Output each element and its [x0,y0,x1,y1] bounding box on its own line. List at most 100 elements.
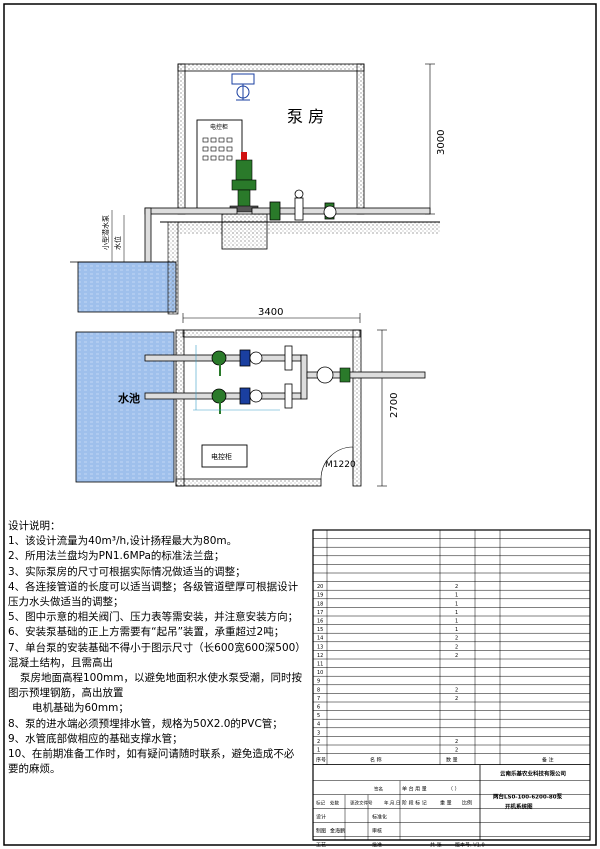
bom-row-number: 18 [317,601,323,607]
bom-col-name: 名 称 [370,757,382,764]
bom-row-qty: 2 [455,636,458,642]
left-vertical-label-a: 小型潜水泵 [101,215,110,250]
drawing-title-line2: 开机系统图 [505,803,533,811]
notes-line: 7、单台泵的安装基础不得小于图示尺寸（长600宽600深500） [8,641,306,654]
col-file: 更改文件号 [350,800,373,807]
control-cabinet [196,119,243,211]
water-tank [77,261,177,313]
bom-row-qty: 1 [455,601,458,607]
bom-col-qty: 数 量 [446,757,458,764]
bom-row-number: 8 [317,687,320,693]
bom-row-qty: 2 [455,687,458,693]
notes-line: 10、在前期准备工作时，如有疑问请随时联系，避免造成不必 [8,748,295,761]
bom-row-number: 1 [317,748,320,754]
company-name: 云南乐基农业科技有限公司 [500,770,566,778]
notes-line: 混凝土结构，且需高出 [8,656,113,669]
plan-wall-right [352,329,362,487]
left-vertical-label-b: 水位 [113,236,122,250]
water-pool-plan [75,331,175,483]
stage-label: 阶 段 标 记 [402,800,427,807]
bom-row-qty: 2 [455,653,458,659]
notes-line: 2、所用法兰盘均为PN1.6MPa的标准法兰盘； [8,550,225,563]
bom-row-number: 9 [317,679,320,685]
pump-room-wall-left [177,63,186,215]
bom-row-qty: 2 [455,584,458,590]
bom-row-number: 2 [317,739,320,745]
control-cabinet-label-plan: 电控柜 [211,452,232,461]
notes-line: 图示预埋钢筋，高出放置 [8,687,124,700]
bom-row-number: 4 [317,722,320,728]
pump-room-wall-right [356,63,365,215]
notes-line: 泵房地面高程100mm，以避免地面积水使水泵受潮，同时按 [20,672,302,685]
bom-row-number: 14 [317,636,323,642]
paren: （ ） [448,787,460,793]
water-label: 水池 [118,391,140,405]
version-label: 版本号: V1.0 [455,842,485,849]
design-notes: 设计说明： 1、该设计流量为40m³/h,设计扬程最大为80m。 2、所用法兰盘… [8,519,308,777]
bom-row-number: 17 [317,610,323,616]
pump-room-roof [177,63,365,72]
weight-label: 重 量 [440,800,452,807]
plan-wall-top [182,329,361,338]
flow-meter-icon [316,366,334,384]
proc-label: 工艺 [316,843,326,849]
plan-wall-left [175,329,185,487]
plan-wall-bottom [175,478,322,487]
bom-row-number: 7 [317,696,320,702]
dim-width-plan: 3400 [258,307,283,318]
bom-row-qty: 1 [455,593,458,599]
bom-row-number: 19 [317,593,323,599]
check-label: 审核 [372,828,382,835]
notes-line: 5、图中示意的相关阀门、压力表等需安装，并注意安装方向； [8,611,299,624]
foundation [221,213,268,250]
control-cabinet-plan [201,444,248,468]
notes-line: 电机基础为60mm； [32,702,129,715]
notes-line: 1、该设计流量为40m³/h,设计扬程最大为80m。 [8,535,238,548]
valve-icon [269,189,337,221]
drawing-title-line1: 两台LS0-100-6200-80泵 [493,793,563,801]
dim-depth-plan: 2700 [389,393,400,418]
bom-row-number: 10 [317,670,323,676]
ground-fill [170,222,440,234]
notes-title: 设计说明： [8,520,61,532]
notes-line: 8、泵的进水端必须预埋排水管，规格为50X2.0的PVC管； [8,717,283,730]
col-count: 处数 [330,800,339,807]
bom-row-number: 13 [317,644,323,650]
standard-label: 标准化 [372,814,387,821]
manifold-pipe [300,354,308,400]
notes-line: 4、各连接管道的长度可以适当调整；各级管道壁厚可根据设计 [8,580,299,593]
bom-row-qty: 2 [455,644,458,650]
sheet-label: 共 张 [430,842,442,849]
suction-pipe-vertical [144,207,152,271]
bom-col-note: 备 注 [542,757,554,764]
notes-line: 3、实际泵房的尺寸可根据实际情况做适当的调整； [8,565,246,578]
plan-view: 3400 2700 M1220 水池 [75,307,426,487]
bom-row-number: 12 [317,653,323,659]
bom-row-qty: 1 [455,619,458,625]
cabinet-buttons [202,137,233,161]
scale-label: 比例 [462,800,472,807]
control-cabinet-label: 电控柜 [210,123,228,131]
notes-line: 压力水头做适当的调整； [8,596,124,609]
bom-row-qty: 1 [455,627,458,633]
door-swing [320,446,354,480]
unit-label: 单 台 用 量 [402,786,427,793]
notes-line: 要的麻烦。 [8,763,61,776]
dim-height-top: 3000 [436,130,447,155]
col-date: 年.月.日 [384,800,400,807]
outlet-pipe [251,207,431,215]
bom-col-seq: 序号 [316,757,326,764]
outlet-pipe-plan [306,371,426,379]
tank-wall [167,221,179,315]
bom-row-number: 16 [317,619,323,625]
door-label: M1220 [325,460,356,470]
page-frame [3,3,597,846]
vertical-pump-icon [229,152,259,213]
bom-row-number: 6 [317,705,320,711]
bom-row-number: 5 [317,713,320,719]
draw-label: 制图 [316,828,326,835]
bom-row-qty: 2 [455,739,458,745]
bom-row-number: 15 [317,627,323,633]
